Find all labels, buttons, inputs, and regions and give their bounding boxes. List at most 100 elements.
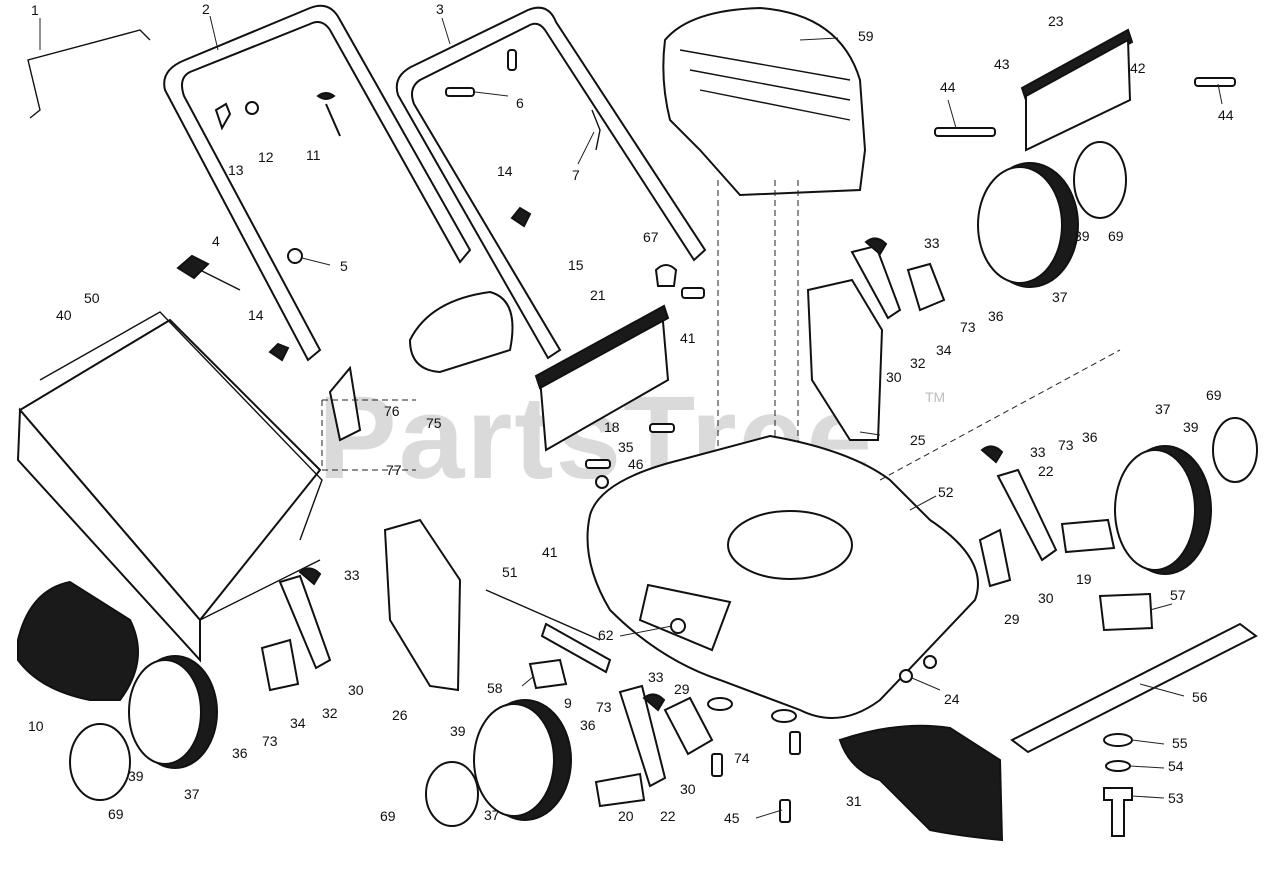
label-11: 11	[306, 147, 321, 163]
label-37-c: 37	[184, 786, 200, 802]
label-37-d: 37	[484, 807, 500, 823]
part-33-knob-d	[642, 693, 666, 712]
label-55: 55	[1172, 735, 1188, 751]
part-54-lockwasher	[1105, 760, 1131, 772]
label-73-a: 73	[960, 319, 976, 335]
part-69-cap-4	[1212, 417, 1258, 483]
label-58: 58	[487, 680, 503, 696]
label-69-b: 69	[1206, 387, 1222, 403]
label-36-b: 36	[1082, 429, 1098, 445]
part-33-knob-c	[980, 445, 1004, 464]
part-24-nut-b	[923, 655, 937, 669]
label-52: 52	[938, 484, 954, 500]
part-45-screw-a	[711, 753, 723, 777]
part-46-nut	[595, 475, 609, 489]
label-74: 74	[734, 750, 750, 766]
label-14-left: 14	[248, 307, 264, 323]
label-22-right: 22	[1038, 463, 1054, 479]
label-50: 50	[84, 290, 100, 306]
part-4-knob	[176, 254, 241, 291]
part-55-washer	[1103, 733, 1133, 747]
part-40-50-grass-bag	[16, 311, 323, 663]
label-73-d: 73	[596, 699, 612, 715]
label-73-c: 73	[262, 733, 278, 749]
part-59-engine	[662, 6, 867, 560]
part-67-cap	[654, 264, 678, 287]
part-45-screw-b	[789, 731, 801, 755]
label-45: 45	[724, 810, 740, 826]
label-67: 67	[643, 229, 659, 245]
label-13: 13	[228, 162, 244, 178]
label-57: 57	[1170, 587, 1186, 603]
part-24-nut-a	[899, 669, 913, 683]
label-51: 51	[502, 564, 518, 580]
leader-lines	[39, 15, 1223, 819]
part-58-spring	[528, 658, 568, 690]
part-37-wheel-front-right	[1114, 445, 1212, 575]
label-20: 20	[618, 808, 634, 824]
part-1-wire	[27, 29, 151, 119]
label-43: 43	[994, 56, 1010, 72]
label-40: 40	[56, 307, 72, 323]
part-37-wheel-rear-right	[977, 162, 1079, 288]
label-69-d: 69	[380, 808, 396, 824]
label-36-d: 36	[580, 717, 596, 733]
part-52-deck	[586, 349, 1121, 719]
part-31-mulch-plug	[838, 724, 1004, 842]
part-75-chute	[321, 290, 514, 471]
label-46: 46	[628, 456, 644, 472]
label-15: 15	[568, 257, 584, 273]
label-3: 3	[436, 1, 444, 17]
label-5: 5	[340, 258, 348, 274]
label-31: 31	[846, 793, 862, 809]
label-7: 7	[572, 167, 580, 183]
part-69-cap-2	[425, 761, 479, 827]
label-44-right: 44	[1218, 107, 1234, 123]
part-37-wheel-rear-left	[128, 655, 218, 769]
part-18-bolt	[649, 423, 675, 433]
label-41-lower: 41	[542, 544, 558, 560]
label-30-c: 30	[348, 682, 364, 698]
part-20-bracket	[594, 772, 646, 808]
label-33-c: 33	[1030, 444, 1046, 460]
label-35: 35	[618, 439, 634, 455]
part-23-rear-flap	[1020, 28, 1134, 152]
label-53: 53	[1168, 790, 1184, 806]
part-69-cap-1	[69, 723, 131, 801]
label-33-d: 33	[648, 669, 664, 685]
part-5-nut	[287, 248, 303, 264]
label-39-a: 39	[1074, 228, 1090, 244]
part-2-handle	[163, 4, 472, 362]
label-14-right: 14	[497, 163, 513, 179]
label-44-left: 44	[940, 79, 956, 95]
label-32-upper: 32	[910, 355, 926, 371]
label-76: 76	[384, 403, 400, 419]
part-44-bolt-b	[1194, 77, 1236, 87]
label-6: 6	[516, 95, 524, 111]
label-30-b: 30	[1038, 590, 1054, 606]
label-33-a: 33	[924, 235, 940, 251]
label-37-b: 37	[1155, 401, 1171, 417]
label-29-right: 29	[1004, 611, 1020, 627]
label-62: 62	[598, 627, 614, 643]
label-26: 26	[392, 707, 408, 723]
part-53-bolt	[1103, 787, 1133, 837]
part-62-nut	[670, 618, 686, 634]
watermark-trademark: TM	[925, 389, 945, 405]
part-29-spring-front	[663, 696, 714, 756]
label-25: 25	[910, 432, 926, 448]
label-59: 59	[858, 28, 874, 44]
part-labels: 1 2 3 4 5 6 7 9 10 11 12 13 14 14 15 18 …	[28, 1, 1234, 826]
label-2: 2	[202, 1, 210, 17]
part-45-screw-c	[779, 799, 791, 823]
label-69-a: 69	[1108, 228, 1124, 244]
part-3-handle	[395, 6, 707, 360]
label-77: 77	[386, 462, 402, 478]
label-10: 10	[28, 718, 44, 734]
part-22-adjuster-right	[996, 468, 1058, 562]
part-51-rod	[485, 589, 601, 641]
label-21: 21	[590, 287, 606, 303]
label-39-d: 39	[450, 723, 466, 739]
part-12-13-hardware	[214, 101, 259, 131]
part-41-bolt-upper	[681, 287, 705, 299]
